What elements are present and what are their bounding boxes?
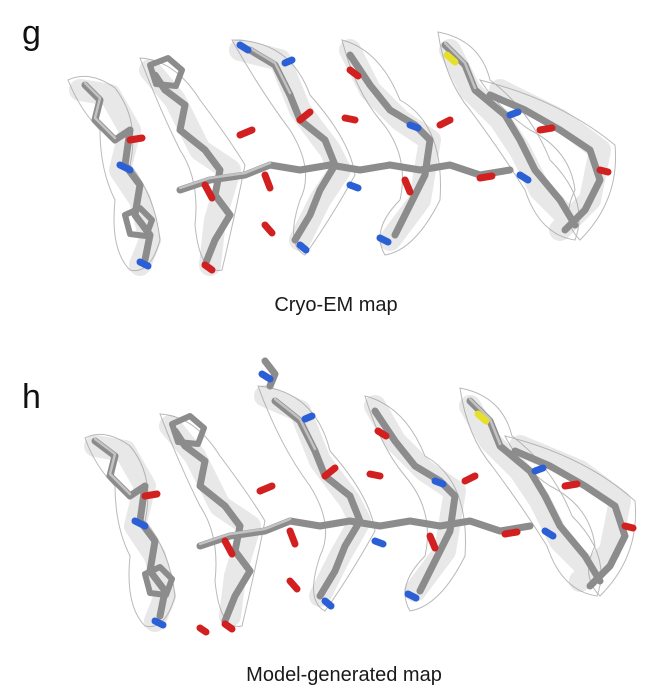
- oxygen-atoms: [141, 427, 637, 636]
- panel-caption: Model-generated map: [246, 664, 442, 686]
- nitrogen-atoms: [116, 41, 532, 270]
- oxygen-atoms: [126, 66, 612, 274]
- model-generated-map-figure: [84, 357, 637, 636]
- backbone-highlights: [93, 397, 502, 546]
- ring-sidechains: [122, 55, 185, 239]
- panel-h: h: [0, 346, 672, 692]
- sulfur-atom: [474, 410, 490, 425]
- backbone-highlights: [83, 41, 477, 190]
- cryo-em-map-figure: [67, 31, 617, 276]
- panel-label: h: [22, 378, 41, 416]
- density-outline: [84, 385, 637, 628]
- nitrogen-atoms: [131, 370, 557, 629]
- density-outline: [67, 31, 617, 272]
- sulfur-atom: [443, 51, 459, 66]
- ring-sidechains: [142, 413, 207, 598]
- panel-g: g: [22, 14, 617, 316]
- panel-caption: Cryo-EM map: [274, 294, 398, 316]
- panel-label: g: [22, 14, 41, 52]
